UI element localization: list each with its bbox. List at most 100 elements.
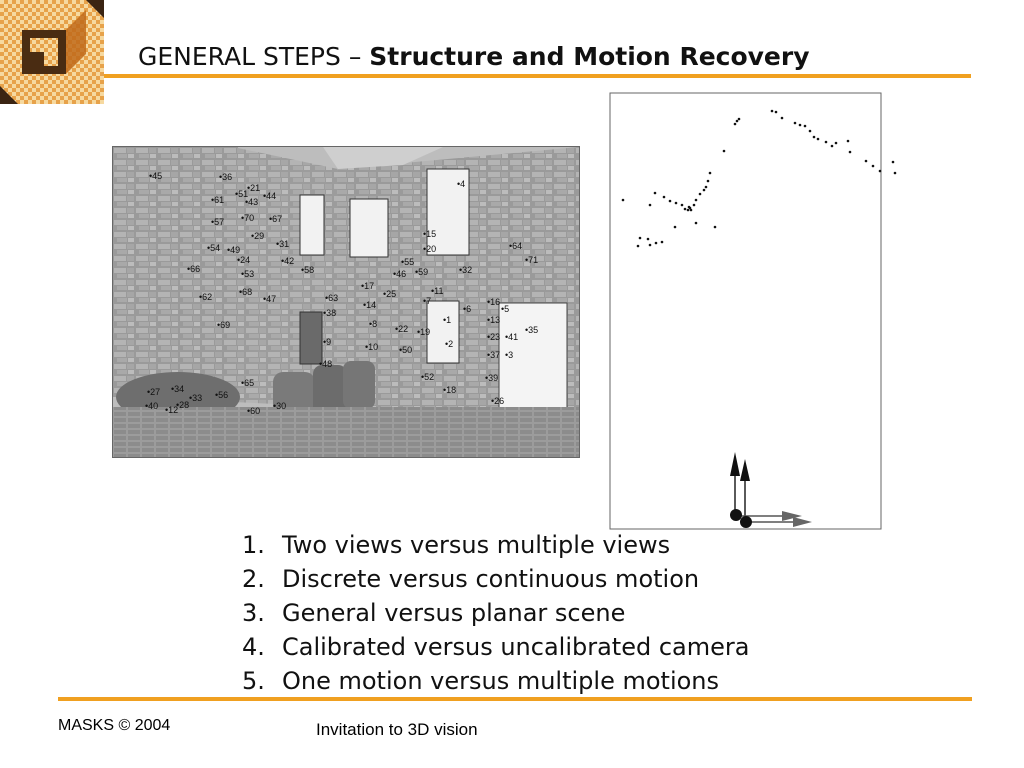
footer-course-title: Invitation to 3D vision [316, 720, 478, 739]
feature-point-label: •46 [393, 269, 406, 279]
bottom-divider [58, 697, 972, 701]
feature-point-label: •52 [421, 372, 434, 382]
title-bold: Structure and Motion Recovery [369, 42, 810, 71]
structure-point [830, 144, 834, 148]
structure-point [648, 203, 652, 207]
feature-point-label: •23 [487, 332, 500, 342]
structure-plot [609, 92, 897, 530]
feature-point-label: •10 [365, 342, 378, 352]
feature-point-label: •7 [423, 296, 431, 306]
building-photo: •45•36•21•51•44•61•43•57•70•67•29•31•54•… [112, 146, 580, 458]
feature-point-label: •4 [457, 179, 465, 189]
structure-point [812, 135, 816, 139]
feature-point-label: •66 [187, 264, 200, 274]
list-item: 5.One motion versus multiple motions [242, 667, 720, 695]
feature-point-label: •50 [399, 345, 412, 355]
feature-point-label: •58 [301, 265, 314, 275]
list-item: 3.General versus planar scene [242, 599, 626, 627]
feature-point-label: •54 [207, 243, 220, 253]
feature-point-label: •65 [241, 378, 254, 388]
feature-point-label: •18 [443, 385, 456, 395]
feature-point-label: •33 [189, 393, 202, 403]
feature-point-label: •53 [241, 269, 254, 279]
feature-point-label: •60 [247, 406, 260, 416]
structure-point [793, 121, 797, 125]
structure-point [803, 124, 807, 128]
feature-point-label: •13 [487, 315, 500, 325]
structure-point [733, 122, 737, 126]
structure-point [686, 208, 690, 212]
feature-point-label: •22 [395, 324, 408, 334]
feature-point-label: •1 [443, 315, 451, 325]
feature-point-label: •62 [199, 292, 212, 302]
list-item: 4.Calibrated versus uncalibrated camera [242, 633, 750, 661]
feature-point-label: •41 [505, 332, 518, 342]
feature-point-label: •36 [219, 172, 232, 182]
structure-point [864, 159, 868, 163]
slide-title: GENERAL STEPS – Structure and Motion Rec… [138, 42, 810, 71]
feature-point-label: •43 [245, 197, 258, 207]
feature-point-label: •38 [323, 308, 336, 318]
structure-point [891, 160, 895, 164]
feature-point-label: •27 [147, 387, 160, 397]
feature-point-label: •68 [239, 287, 252, 297]
feature-point-label: •24 [237, 255, 250, 265]
structure-point [846, 139, 850, 143]
structure-point [648, 243, 652, 247]
feature-point-label: •28 [176, 400, 189, 410]
structure-point [713, 225, 717, 229]
feature-point-label: •11 [431, 286, 444, 296]
feature-point-label: •9 [323, 337, 331, 347]
structure-point [689, 208, 693, 212]
feature-point-label: •17 [361, 281, 374, 291]
structure-point [698, 192, 702, 196]
structure-point [816, 137, 820, 141]
feature-point-label: •37 [487, 350, 500, 360]
structure-point [848, 150, 852, 154]
feature-point-label: •25 [383, 289, 396, 299]
top-divider [104, 74, 971, 78]
structure-point [662, 195, 666, 199]
structure-point [694, 198, 698, 202]
feature-point-label: •47 [263, 294, 276, 304]
structure-point [702, 188, 706, 192]
structure-point [878, 169, 882, 173]
feature-point-label: •64 [509, 241, 522, 251]
steps-list: 1.Two views versus multiple views 2.Disc… [242, 528, 749, 698]
feature-point-label: •30 [273, 401, 286, 411]
footer-copyright: MASKS © 2004 [58, 717, 171, 734]
feature-point-label: •67 [269, 214, 282, 224]
feature-point-label: •12 [165, 405, 178, 415]
feature-point-label: •31 [276, 239, 289, 249]
feature-point-label: •21 [247, 183, 260, 193]
feature-point-label: •34 [171, 384, 184, 394]
feature-point-label: •51 [235, 189, 248, 199]
feature-point-label: •42 [281, 256, 294, 266]
structure-point [708, 171, 712, 175]
structure-point [774, 110, 778, 114]
structure-point [808, 129, 812, 133]
feature-point-label: •70 [241, 213, 254, 223]
feature-point-label: •32 [459, 265, 472, 275]
feature-point-label: •8 [369, 319, 377, 329]
structure-point [694, 221, 698, 225]
structure-point [680, 203, 684, 207]
feature-point-label: •2 [445, 339, 453, 349]
list-item: 1.Two views versus multiple views [242, 531, 671, 559]
structure-point [737, 117, 741, 121]
feature-point-label: •20 [423, 244, 436, 254]
feature-point-label: •49 [227, 245, 240, 255]
structure-point [798, 123, 802, 127]
list-item: 2.Discrete versus continuous motion [242, 565, 700, 593]
structure-point [621, 198, 625, 202]
structure-point [834, 141, 838, 145]
feature-point-label: •56 [215, 390, 228, 400]
feature-point-label: •63 [325, 293, 338, 303]
feature-point-label: •55 [401, 257, 414, 267]
feature-point-label: •15 [423, 229, 436, 239]
structure-point [683, 207, 687, 211]
structure-point [646, 237, 650, 241]
feature-point-label: •44 [263, 191, 276, 201]
feature-point-label: •57 [211, 217, 224, 227]
structure-point [824, 140, 828, 144]
